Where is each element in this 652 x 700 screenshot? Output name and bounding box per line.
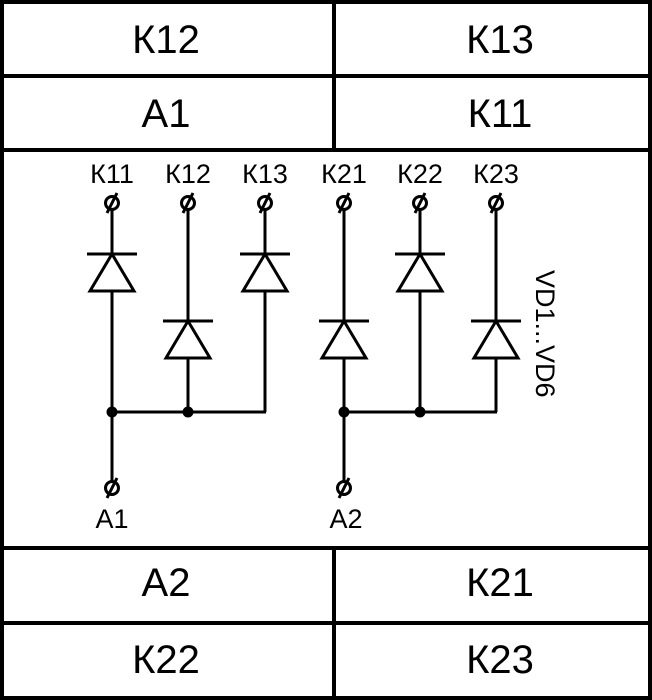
cell-r1-c2: К13: [466, 18, 534, 62]
terminal-k11-icon: [104, 191, 120, 215]
designator-label: VD1...VD6: [530, 270, 560, 398]
schematic-wiring: [110, 203, 498, 488]
top-terminal-labels: К11 К12 К13 К21 К22 К23: [90, 159, 519, 189]
cell-r3-c2: К21: [466, 561, 534, 605]
terminal-label-k13: К13: [242, 159, 288, 189]
junction-dot: [182, 406, 194, 418]
terminal-a2-icon: [336, 476, 352, 500]
cell-r3-c1: А2: [142, 561, 191, 605]
junction-dot: [414, 406, 426, 418]
cell-r4-c2: К23: [466, 638, 534, 682]
terminal-label-k22: К22: [397, 159, 443, 189]
terminal-label-a1: А1: [95, 504, 128, 534]
terminal-k13-icon: [257, 191, 273, 215]
cell-r2-c1: А1: [142, 92, 191, 136]
diode-vd3-icon: [238, 252, 292, 293]
junction-dot: [106, 406, 118, 418]
terminal-label-k21: К21: [321, 159, 367, 189]
bottom-table-cells: А2 К21 К22 К23: [132, 561, 534, 682]
terminal-a1-icon: [104, 476, 120, 500]
junction-dot: [338, 406, 350, 418]
diode-vd4-icon: [317, 319, 371, 360]
top-table-cells: К12 К13 А1 К11: [132, 18, 534, 136]
diode-vd6-icon: [469, 319, 523, 360]
terminal-label-k23: К23: [473, 159, 519, 189]
diode-vd2-icon: [161, 319, 215, 360]
cell-r1-c1: К12: [132, 18, 200, 62]
common-terminal-labels: А1 А2: [95, 504, 362, 534]
diode-vd5-icon: [393, 252, 447, 293]
terminal-label-k11: К11: [90, 159, 134, 189]
terminal-label-k12: К12: [165, 159, 211, 189]
diode-vd1-icon: [85, 252, 139, 293]
terminal-k22-icon: [412, 191, 428, 215]
terminal-k23-icon: [488, 191, 504, 215]
cell-r4-c1: К22: [132, 638, 200, 682]
diodes: [85, 252, 523, 360]
terminal-label-a2: А2: [329, 504, 362, 534]
terminal-k12-icon: [180, 191, 196, 215]
terminal-symbols: [104, 191, 504, 500]
cell-r2-c2: К11: [468, 92, 533, 136]
terminal-k21-icon: [336, 191, 352, 215]
junction-dots: [106, 406, 426, 418]
